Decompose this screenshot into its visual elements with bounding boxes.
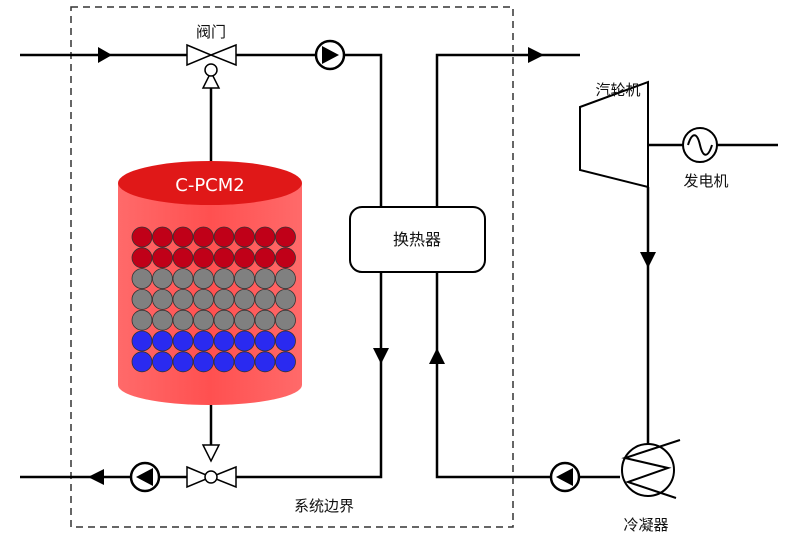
pcm-ball [193, 268, 214, 290]
pcm-ball [275, 247, 296, 269]
pcm-ball [152, 330, 173, 352]
condenser-label: 冷凝器 [623, 516, 668, 534]
pcm-ball [193, 309, 214, 331]
pcm-ball [213, 288, 235, 310]
pcm-ball [152, 351, 173, 373]
pcm-ball [275, 309, 296, 331]
pcm-ball [254, 351, 276, 373]
pcm-ball [234, 309, 255, 331]
pcm-ball [213, 247, 235, 269]
pcm-ball [234, 247, 255, 269]
pcm-ball [152, 268, 173, 290]
pcm-ball [131, 288, 153, 310]
pcm-ball [193, 351, 214, 373]
pump-bottom-right-icon[interactable] [549, 461, 581, 493]
pcm-ball [234, 351, 255, 373]
pcm-ball [193, 330, 214, 352]
pump-bottom-left-icon[interactable] [129, 461, 161, 493]
pcm-ball [234, 268, 255, 290]
pcm-ball [193, 226, 214, 248]
pcm-ball [193, 247, 214, 269]
generator-label: 发电机 [683, 172, 728, 190]
pcm-ball [234, 288, 255, 310]
pcm-ball [131, 226, 153, 248]
valve-label: 阀门 [196, 23, 226, 41]
pcm-ball [172, 247, 194, 269]
pcm-ball [131, 268, 153, 290]
arrow-down-icon [373, 348, 389, 364]
pcm-ball [172, 330, 194, 352]
pcm-ball [254, 288, 276, 310]
pcm-ball [131, 247, 153, 269]
pcm-ball [131, 309, 153, 331]
pcm-ball [275, 268, 296, 290]
arrow-down-icon [640, 252, 656, 268]
pcm-ball [131, 330, 153, 352]
pcm-ball [213, 268, 235, 290]
pump-top-icon[interactable] [314, 39, 346, 71]
pcm-ball [213, 309, 235, 331]
pcm-ball [275, 226, 296, 248]
valve-bottom-icon[interactable] [186, 444, 237, 489]
pcm-ball [131, 351, 153, 373]
pcm-ball [213, 330, 235, 352]
pcm-ball [152, 288, 173, 310]
pcm-ball [172, 226, 194, 248]
arrow-right-icon [528, 47, 544, 63]
heat-exchanger-label: 换热器 [393, 230, 441, 249]
system-boundary-box [70, 6, 514, 528]
pcm-ball [275, 288, 296, 310]
turbine-icon[interactable] [579, 80, 649, 189]
pcm-ball [172, 268, 194, 290]
pcm-ball [152, 309, 173, 331]
pcm-ball [172, 309, 194, 331]
storage-tank[interactable] [118, 161, 302, 405]
condenser-icon[interactable] [621, 439, 681, 499]
turbine-label: 汽轮机 [595, 81, 640, 99]
pcm-ball [213, 226, 235, 248]
pcm-ball [254, 247, 276, 269]
pcm-ball [254, 330, 276, 352]
tank-label: C-PCM2 [175, 175, 244, 196]
tank-pcm-balls [131, 226, 296, 373]
heat-exchanger-box[interactable] [349, 206, 486, 273]
pcm-ball [254, 226, 276, 248]
pcm-ball [275, 330, 296, 352]
pcm-ball [193, 288, 214, 310]
valve-top-icon[interactable] [186, 43, 237, 89]
pcm-ball [234, 226, 255, 248]
pcm-ball [254, 309, 276, 331]
system-boundary-label: 系统边界 [294, 497, 354, 515]
pcm-ball [254, 268, 276, 290]
pcm-ball [213, 351, 235, 373]
pcm-ball [152, 226, 173, 248]
pcm-ball [234, 330, 255, 352]
arrow-left-icon [88, 469, 104, 485]
pcm-ball [275, 351, 296, 373]
arrow-up-icon [429, 348, 445, 364]
flow-arrows [88, 47, 656, 485]
generator-icon[interactable] [682, 127, 718, 163]
pcm-ball [172, 288, 194, 310]
pcm-ball [172, 351, 194, 373]
pcm-ball [152, 247, 173, 269]
arrow-right-icon [98, 47, 112, 63]
